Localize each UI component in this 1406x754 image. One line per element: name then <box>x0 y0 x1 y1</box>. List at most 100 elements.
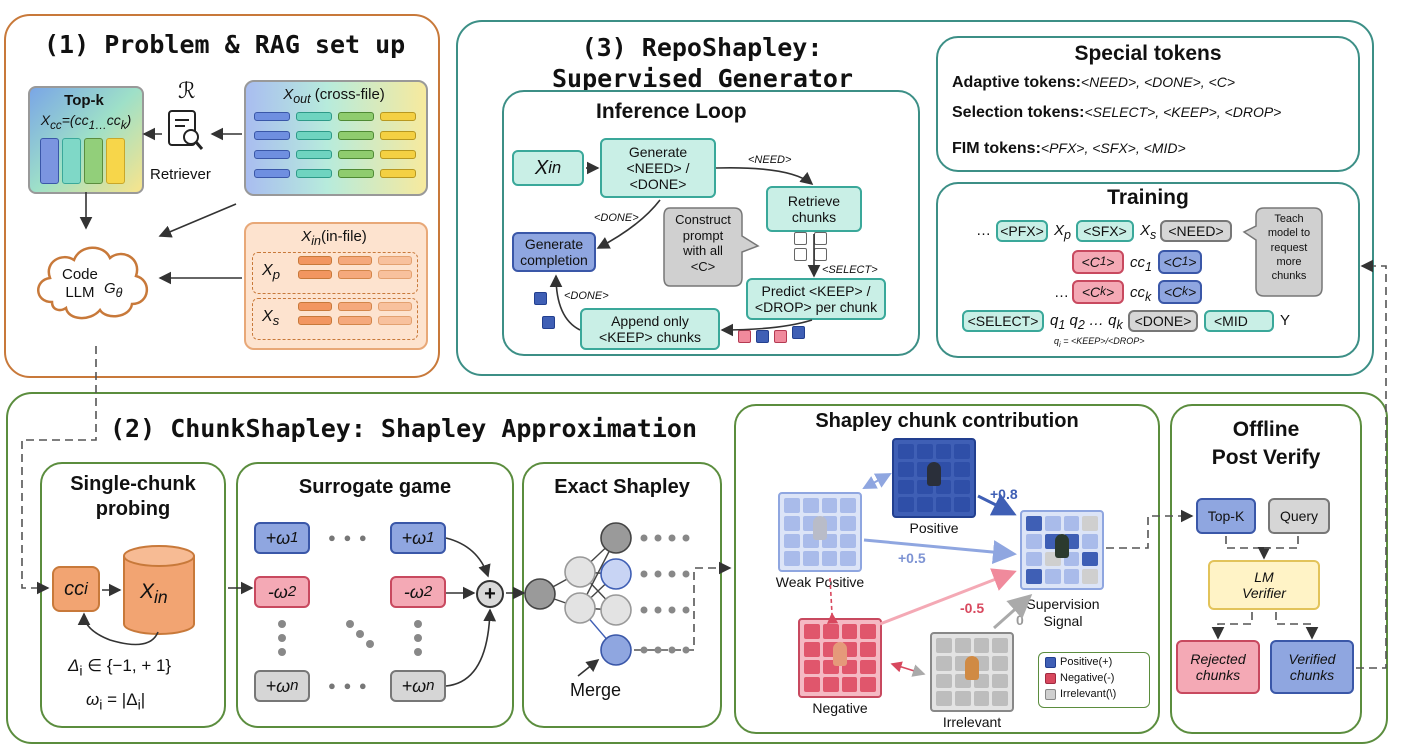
grid-cell <box>1082 551 1098 567</box>
xout-stripe <box>254 150 290 159</box>
grid-cell <box>804 677 820 692</box>
llm-g-label: Gθ <box>104 280 123 300</box>
grid-cell <box>954 479 970 495</box>
generate-need-done-box: Generate <NEED> / <DONE> <box>600 138 716 198</box>
grid-cell <box>841 624 858 639</box>
grid-cell <box>936 638 952 653</box>
topk-formula: Xcc=(cc1…cck) <box>40 112 132 132</box>
grid-cell <box>784 498 800 513</box>
special-tokens-title: Special tokens <box>1074 42 1222 65</box>
code-llm-cloud <box>30 232 154 324</box>
grid-cell <box>935 444 952 459</box>
grid-cell <box>840 533 856 549</box>
topk-title: Top-k <box>64 92 104 109</box>
topk-chunk-green <box>84 138 103 184</box>
training-cc1: cc1 <box>1130 254 1152 274</box>
xin-stripe <box>378 256 412 265</box>
grid-cell <box>954 691 971 706</box>
grid-cell <box>973 638 990 653</box>
verify-topk-box: Top-K <box>1196 498 1256 534</box>
grid-cell <box>992 638 1008 653</box>
select-token: <SELECT> <box>962 310 1044 332</box>
supervision-character <box>1055 534 1069 558</box>
grid-cell <box>804 641 820 657</box>
retriever-label: Retriever <box>150 166 211 183</box>
retrieved-chunk <box>814 248 827 261</box>
xin-stripe <box>378 302 412 311</box>
supervision-label: Supervision Signal <box>1026 596 1100 629</box>
xout-stripe <box>254 169 290 178</box>
exact-shapley-title: Exact Shapley <box>554 476 690 498</box>
panel1-title: (1) Problem & RAG set up <box>44 30 406 59</box>
grid-cell <box>936 673 952 689</box>
teach-callout <box>1242 206 1324 298</box>
completion-chunk-1 <box>534 292 547 305</box>
retrieved-chunk <box>794 232 807 245</box>
xout-stripe <box>380 112 416 121</box>
mid-token: <MID <box>1204 310 1274 332</box>
grid-cell <box>1082 569 1098 584</box>
dots-row-n: ● ● ● <box>328 678 369 693</box>
topk-chunk-yellow <box>106 138 125 184</box>
legend-positive: Positive(+) <box>1045 655 1143 669</box>
grid-cell <box>821 498 838 513</box>
training-q-seq: q1 q2 … qk <box>1050 312 1123 332</box>
grid-cell <box>841 677 858 692</box>
grid-cell <box>1044 516 1061 531</box>
grid-cell <box>804 659 820 675</box>
dot <box>346 620 354 628</box>
weight-negative: -0.5 <box>960 600 985 616</box>
retriever-icon <box>166 108 206 154</box>
xs-label: Xs <box>262 308 280 329</box>
xin-stripe <box>338 270 372 279</box>
positive-label: Positive <box>909 520 959 536</box>
cylinder-xin-label: Xin <box>140 580 168 608</box>
teach-text: Teach model to request more chunks <box>1267 213 1311 283</box>
xout-stripe <box>380 131 416 140</box>
retrieved-chunk <box>794 248 807 261</box>
grid-cell <box>992 673 1008 689</box>
need-token: <NEED> <box>1160 220 1232 242</box>
dot <box>278 648 286 656</box>
grid-cell <box>992 691 1008 706</box>
negative-character <box>833 642 847 666</box>
xout-stripe <box>338 169 374 178</box>
grid-cell <box>860 659 876 675</box>
negative-grid <box>798 618 882 698</box>
xs-region <box>252 298 418 340</box>
xin-stripe <box>378 316 412 325</box>
grid-cell <box>898 444 914 459</box>
grid-cell <box>954 461 970 477</box>
grid-cell <box>840 515 856 531</box>
training-y: Y <box>1280 312 1291 329</box>
xin-stripe <box>298 270 332 279</box>
grid-cell <box>1026 516 1042 531</box>
dot <box>414 634 422 642</box>
dots-row-1: ● ● ● <box>328 530 369 545</box>
xout-stripe <box>380 169 416 178</box>
pfx-token: <PFX> <box>996 220 1048 242</box>
legend-irrelevant: Irrelevant(\) <box>1045 687 1143 701</box>
lm-verifier-box: LM Verifier <box>1208 560 1320 610</box>
grid-cell <box>784 533 800 549</box>
grid-cell <box>802 498 819 513</box>
grid-cell <box>784 551 800 566</box>
xin-stripe <box>378 270 412 279</box>
legend-positive-swatch <box>1045 656 1056 668</box>
problem-setup-panel <box>4 14 440 378</box>
generate-completion-box: Generate completion <box>512 232 596 272</box>
training-ellipsis-2: … <box>1054 284 1069 301</box>
grid-cell <box>954 638 971 653</box>
positive-character <box>927 462 941 486</box>
topk-chunk-blue <box>40 138 59 184</box>
dot <box>414 648 422 656</box>
legend-irrelevant-swatch <box>1045 688 1056 700</box>
negative-label: Negative <box>812 700 868 716</box>
dot <box>278 634 286 642</box>
